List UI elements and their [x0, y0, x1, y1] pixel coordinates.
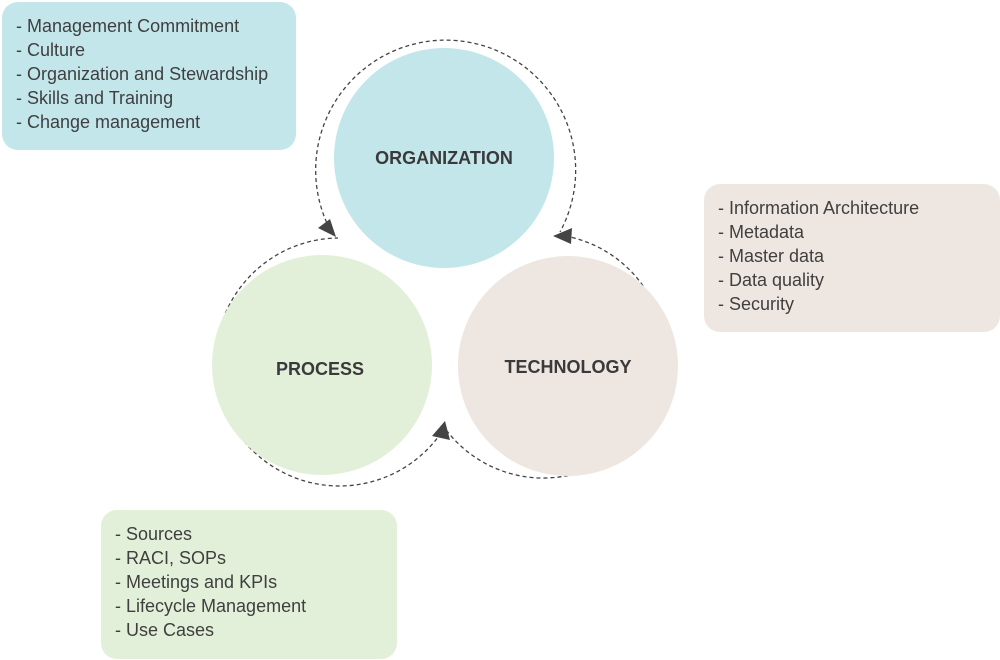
technology-note-item: Information Architecture — [718, 196, 986, 220]
technology-note-item: Master data — [718, 244, 986, 268]
process-note-item: RACI, SOPs — [115, 546, 383, 570]
organization-note-item: Change management — [16, 110, 282, 134]
cycle-arc-organization — [315, 39, 577, 236]
technology-circle — [458, 256, 678, 476]
arrowhead-icon — [432, 421, 450, 440]
arrowhead-icon — [553, 228, 572, 244]
process-note-item: Use Cases — [115, 618, 383, 642]
technology-label: TECHNOLOGY — [504, 357, 631, 377]
arrowhead-icon — [318, 219, 336, 237]
process-notes-box: Sources RACI, SOPs Meetings and KPIs Lif… — [101, 510, 397, 659]
technology-note-item: Security — [718, 292, 986, 316]
process-note-item: Sources — [115, 522, 383, 546]
process-label: PROCESS — [276, 359, 364, 379]
organization-note-item: Skills and Training — [16, 86, 282, 110]
organization-label: ORGANIZATION — [375, 148, 513, 168]
process-note-item: Lifecycle Management — [115, 594, 383, 618]
technology-note-item: Data quality — [718, 268, 986, 292]
organization-note-item: Organization and Stewardship — [16, 62, 282, 86]
organization-note-item: Management Commitment — [16, 14, 282, 38]
technology-note-item: Metadata — [718, 220, 986, 244]
organization-note-item: Culture — [16, 38, 282, 62]
cycle-arc-process — [214, 237, 446, 487]
organization-notes-box: Management Commitment Culture Organizati… — [2, 2, 296, 150]
process-circle — [212, 255, 432, 475]
technology-notes-box: Information Architecture Metadata Master… — [704, 184, 1000, 332]
organization-circle — [334, 48, 554, 268]
process-note-item: Meetings and KPIs — [115, 570, 383, 594]
